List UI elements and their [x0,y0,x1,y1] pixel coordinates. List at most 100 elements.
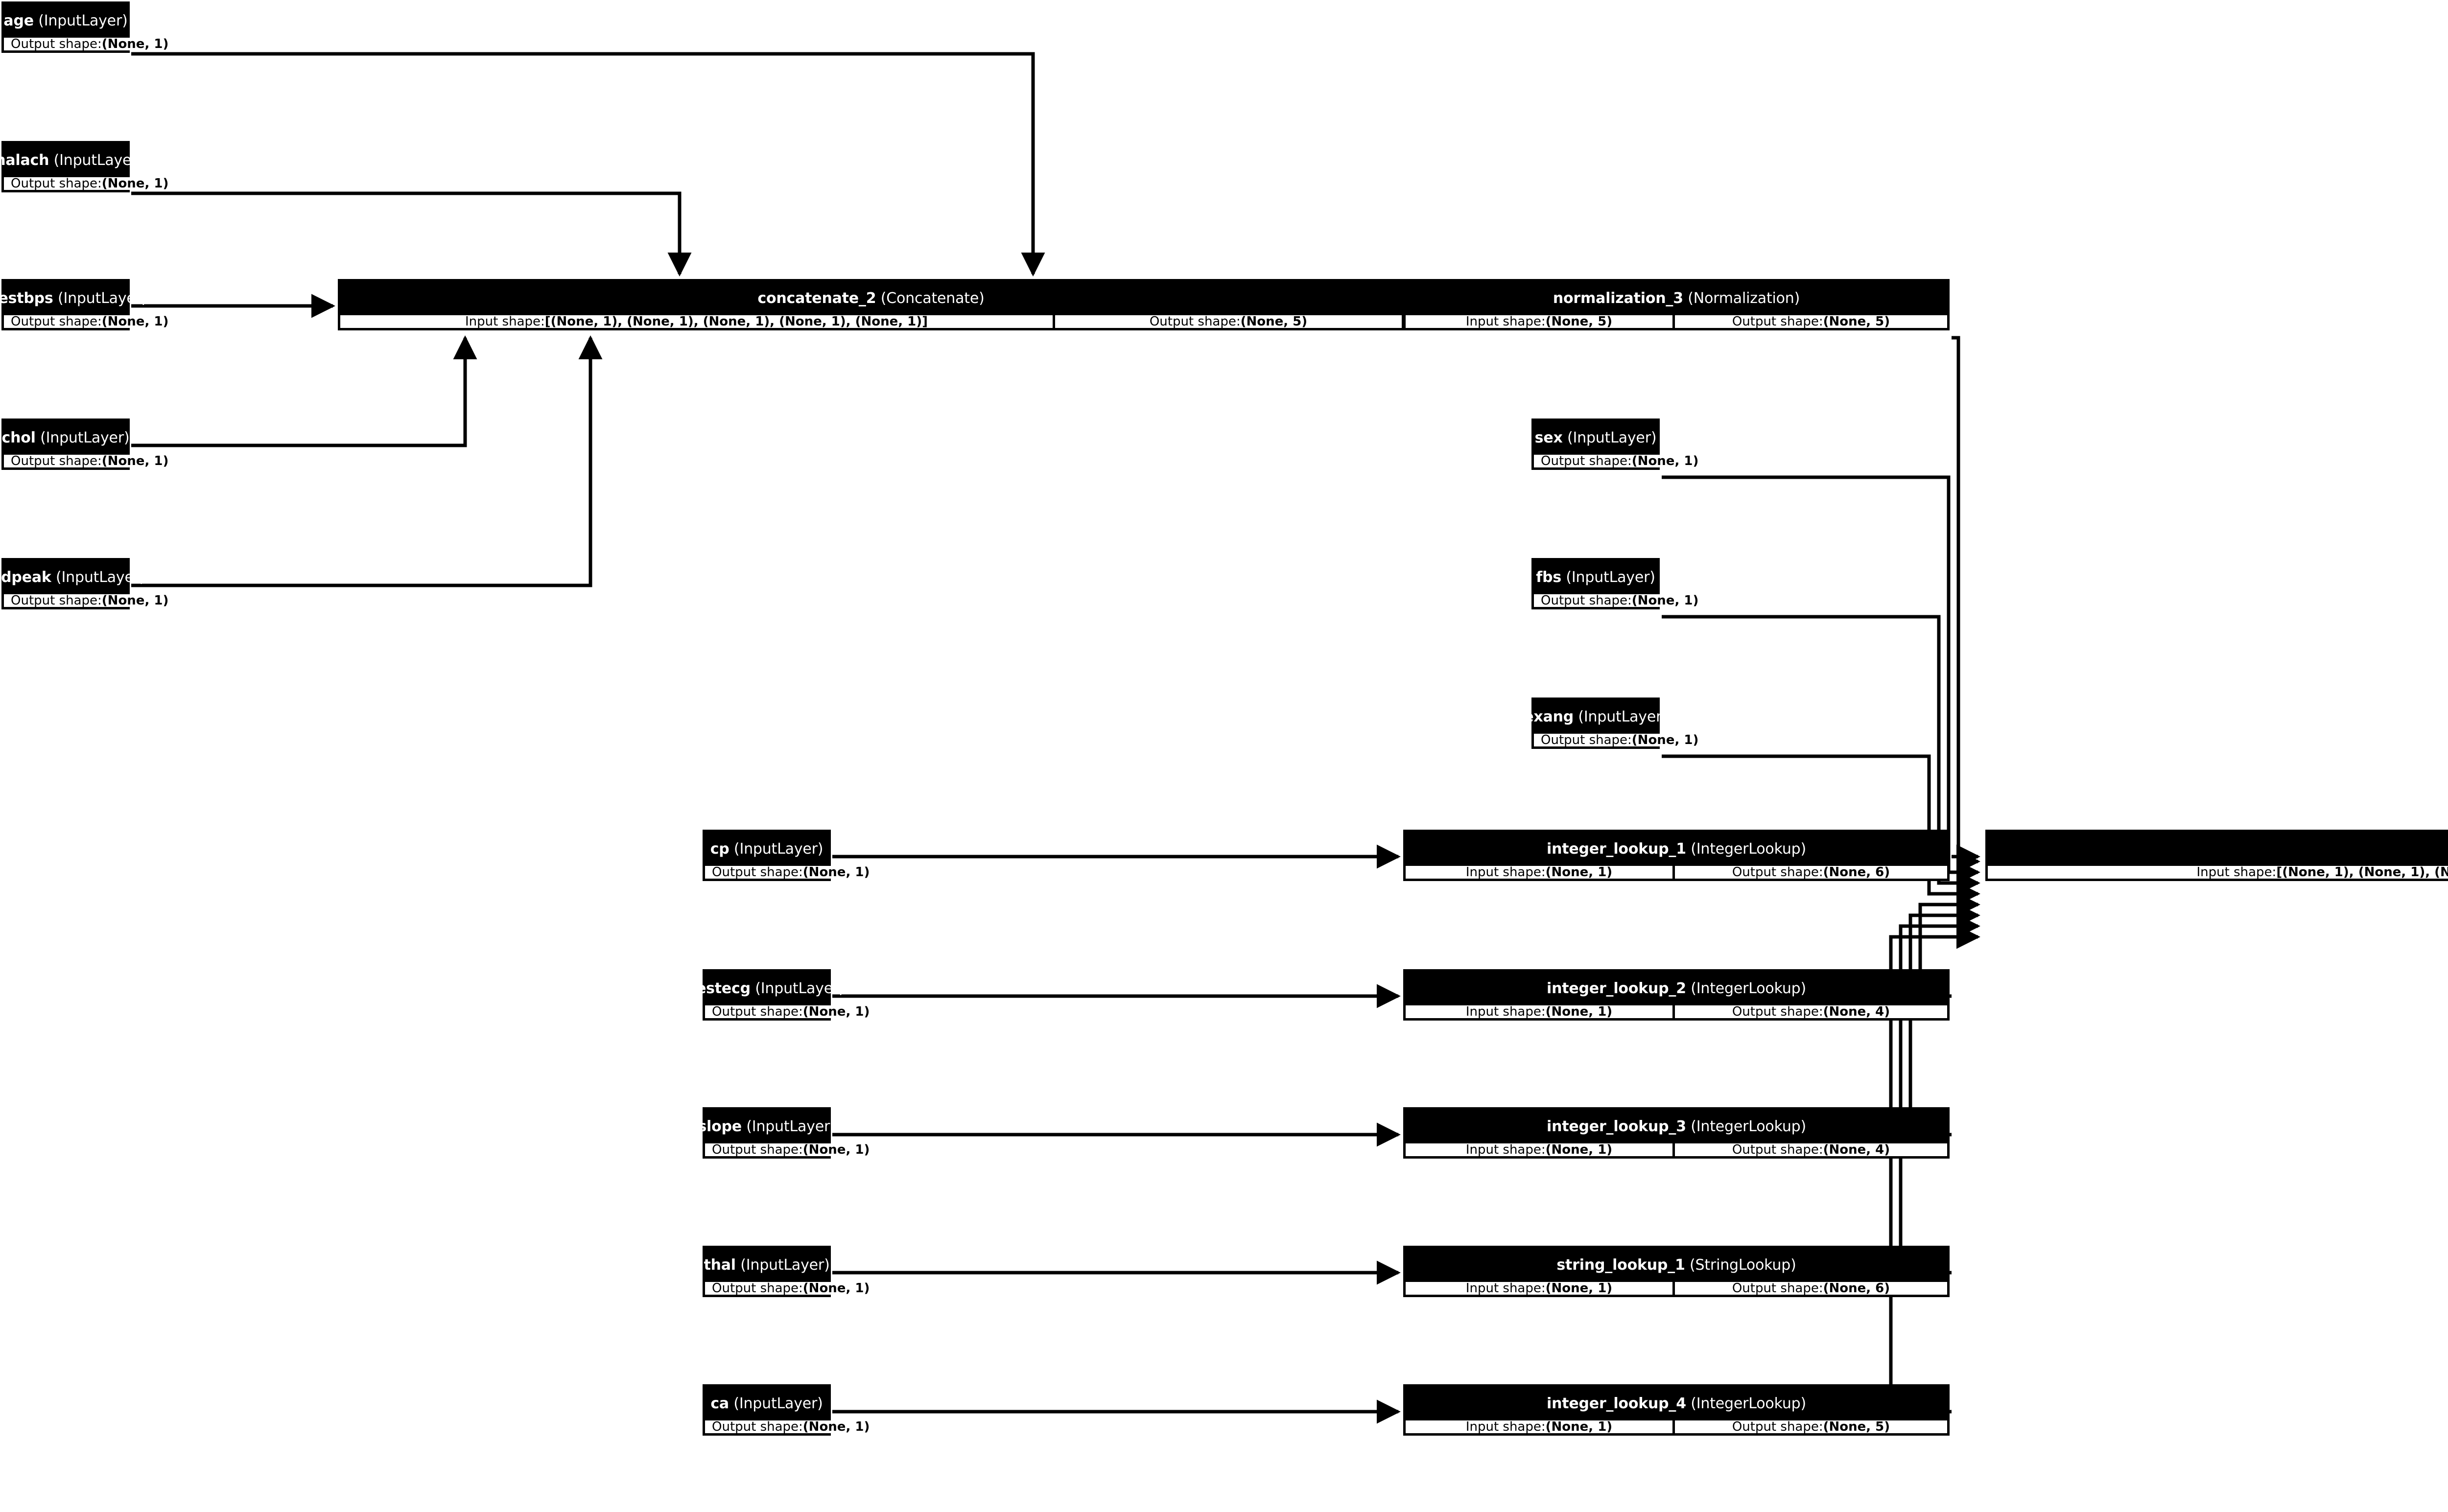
edge-sex-to-concatenate3 [1662,475,1980,884]
node-concatenate-2-body: Input shape: [(None, 1), (None, 1), (Non… [340,315,1402,328]
node-restecg-title: restecg (InputLayer) [689,972,845,1005]
node-ca-body: Output shape: (None, 1) [705,1420,877,1433]
node-integer-lookup-2[interactable]: integer_lookup_2 (IntegerLookup) Input s… [1403,969,1950,1021]
node-exang-output-cell: Output shape: (None, 1) [1534,734,1706,746]
node-thalach-output-cell: Output shape: (None, 1) [4,177,176,190]
node-slope-title: slope (InputLayer) [698,1110,836,1143]
node-restecg-output-cell: Output shape: (None, 1) [705,1005,877,1018]
edge-age-to-concatenate2 [131,52,1045,277]
node-ca-title: ca (InputLayer) [705,1387,828,1420]
node-integer-lookup-3-input-cell: Input shape: (None, 1) [1406,1143,1672,1156]
node-age-name: age [3,12,34,29]
node-chol-output-cell: Output shape: (None, 1) [4,455,176,467]
node-age-type: (InputLayer) [38,12,128,29]
node-trestbps-body: Output shape: (None, 1) [4,315,176,328]
node-age-body: Output shape: (None, 1) [4,38,176,50]
node-integer-lookup-1-output-cell: Output shape: (None, 6) [1675,866,1947,879]
node-age-title: age (InputLayer) [3,4,128,38]
node-sex-output-cell: Output shape: (None, 1) [1534,455,1706,467]
node-integer-lookup-2-body: Input shape: (None, 1) Output shape: (No… [1406,1005,1947,1018]
node-thal[interactable]: thal (InputLayer) Output shape: (None, 1… [703,1246,877,1297]
node-sex-title: sex (InputLayer) [1534,421,1657,455]
node-string-lookup-1-output-cell: Output shape: (None, 6) [1675,1282,1947,1295]
node-concatenate-2-output-cell: Output shape: (None, 5) [1055,315,1402,328]
edge-thalach-to-concatenate2 [131,191,692,277]
node-thal-title: thal (InputLayer) [704,1248,830,1282]
node-string-lookup-1-title: string_lookup_1 (StringLookup) [1406,1248,1947,1282]
node-concatenate-3-input-cell: Input shape: [(None, 1), (None, 1), (Non… [1988,866,2448,879]
node-cp-body: Output shape: (None, 1) [705,866,877,879]
node-exang-title: exang (InputLayer) [1524,700,1668,734]
node-sex[interactable]: sex (InputLayer) Output shape: (None, 1) [1531,419,1706,470]
node-concatenate-3-body: Input shape: [(None, 1), (None, 1), (Non… [1988,866,2448,879]
node-concatenate-2-title: concatenate_2 (Concatenate) [340,281,1402,315]
node-integer-lookup-3-body: Input shape: (None, 1) Output shape: (No… [1406,1143,1947,1156]
node-integer-lookup-2-title: integer_lookup_2 (IntegerLookup) [1406,972,1947,1005]
node-normalization-3-body: Input shape: (None, 5) Output shape: (No… [1406,315,1947,328]
node-string-lookup-1[interactable]: string_lookup_1 (StringLookup) Input sha… [1403,1246,1950,1297]
node-integer-lookup-4-output-cell: Output shape: (None, 5) [1675,1420,1947,1433]
node-oldpeak-title: oldpeak (InputLayer) [0,560,145,594]
node-integer-lookup-1[interactable]: integer_lookup_1 (IntegerLookup) Input s… [1403,830,1950,881]
node-integer-lookup-4-input-cell: Input shape: (None, 1) [1406,1420,1672,1433]
node-cp-title: cp (InputLayer) [705,832,828,866]
node-concatenate-3-title: concatenate_3 (Concatenate) [1988,832,2448,866]
node-cp-output-cell: Output shape: (None, 1) [705,866,877,879]
node-integer-lookup-4[interactable]: integer_lookup_4 (IntegerLookup) Input s… [1403,1384,1950,1436]
node-normalization-3-title: normalization_3 (Normalization) [1406,281,1947,315]
edge-integerlookup3-to-concatenate3 [1908,903,1980,1137]
node-concatenate-2[interactable]: concatenate_2 (Concatenate) Input shape:… [338,279,1404,330]
node-string-lookup-1-input-cell: Input shape: (None, 1) [1406,1282,1672,1295]
node-integer-lookup-2-output-cell: Output shape: (None, 4) [1675,1005,1947,1018]
node-exang[interactable]: exang (InputLayer) Output shape: (None, … [1524,698,1706,749]
edge-chol-to-concatenate2 [131,335,477,447]
node-fbs-output-cell: Output shape: (None, 1) [1534,594,1706,607]
node-fbs-title: fbs (InputLayer) [1534,560,1657,594]
node-restecg[interactable]: restecg (InputLayer) Output shape: (None… [689,969,877,1021]
node-thalach-body: Output shape: (None, 1) [4,177,176,190]
node-string-lookup-1-body: Input shape: (None, 1) Output shape: (No… [1406,1282,1947,1295]
node-oldpeak-body: Output shape: (None, 1) [4,594,176,607]
node-oldpeak[interactable]: oldpeak (InputLayer) Output shape: (None… [0,558,176,609]
node-integer-lookup-3[interactable]: integer_lookup_3 (IntegerLookup) Input s… [1403,1107,1950,1159]
node-concatenate-2-input-cell: Input shape: [(None, 1), (None, 1), (Non… [340,315,1053,328]
node-restecg-body: Output shape: (None, 1) [705,1005,877,1018]
node-chol[interactable]: chol (InputLayer) Output shape: (None, 1… [1,419,176,470]
edge-oldpeak-to-concatenate2 [131,335,603,587]
node-slope[interactable]: slope (InputLayer) Output shape: (None, … [698,1107,877,1159]
node-integer-lookup-4-title: integer_lookup_4 (IntegerLookup) [1406,1387,1947,1420]
edge-normalization3-to-concatenate3 [1952,336,1980,874]
node-slope-body: Output shape: (None, 1) [705,1143,877,1156]
node-trestbps-title: trestbps (InputLayer) [0,281,147,315]
node-integer-lookup-1-title: integer_lookup_1 (IntegerLookup) [1406,832,1947,866]
node-trestbps-output-cell: Output shape: (None, 1) [4,315,176,328]
node-integer-lookup-4-body: Input shape: (None, 1) Output shape: (No… [1406,1420,1947,1433]
node-ca[interactable]: ca (InputLayer) Output shape: (None, 1) [703,1384,877,1436]
node-normalization-3-input-cell: Input shape: (None, 5) [1406,315,1672,328]
node-integer-lookup-3-output-cell: Output shape: (None, 4) [1675,1143,1947,1156]
node-cp[interactable]: cp (InputLayer) Output shape: (None, 1) [703,830,877,881]
node-thal-body: Output shape: (None, 1) [705,1282,877,1295]
node-exang-body: Output shape: (None, 1) [1534,734,1706,746]
node-integer-lookup-3-title: integer_lookup_3 (IntegerLookup) [1406,1110,1947,1143]
node-age[interactable]: age (InputLayer) Output shape: (None, 1) [1,1,176,53]
node-integer-lookup-1-body: Input shape: (None, 1) Output shape: (No… [1406,866,1947,879]
node-sex-body: Output shape: (None, 1) [1534,455,1706,467]
node-fbs[interactable]: fbs (InputLayer) Output shape: (None, 1) [1531,558,1706,609]
node-integer-lookup-2-input-cell: Input shape: (None, 1) [1406,1005,1672,1018]
node-normalization-3[interactable]: normalization_3 (Normalization) Input sh… [1403,279,1950,330]
node-thalach[interactable]: thalach (InputLayer) Output shape: (None… [0,141,176,192]
node-integer-lookup-1-input-cell: Input shape: (None, 1) [1406,866,1672,879]
node-slope-output-cell: Output shape: (None, 1) [705,1143,877,1156]
node-chol-body: Output shape: (None, 1) [4,455,176,467]
node-concatenate-3[interactable]: concatenate_3 (Concatenate) Input shape:… [1985,830,2448,881]
node-normalization-3-output-cell: Output shape: (None, 5) [1675,315,1947,328]
node-fbs-body: Output shape: (None, 1) [1534,594,1706,607]
node-thal-output-cell: Output shape: (None, 1) [705,1282,877,1295]
node-thalach-title: thalach (InputLayer) [0,143,143,177]
node-oldpeak-output-cell: Output shape: (None, 1) [4,594,176,607]
node-chol-title: chol (InputLayer) [2,421,130,455]
node-trestbps[interactable]: trestbps (InputLayer) Output shape: (Non… [0,279,176,330]
